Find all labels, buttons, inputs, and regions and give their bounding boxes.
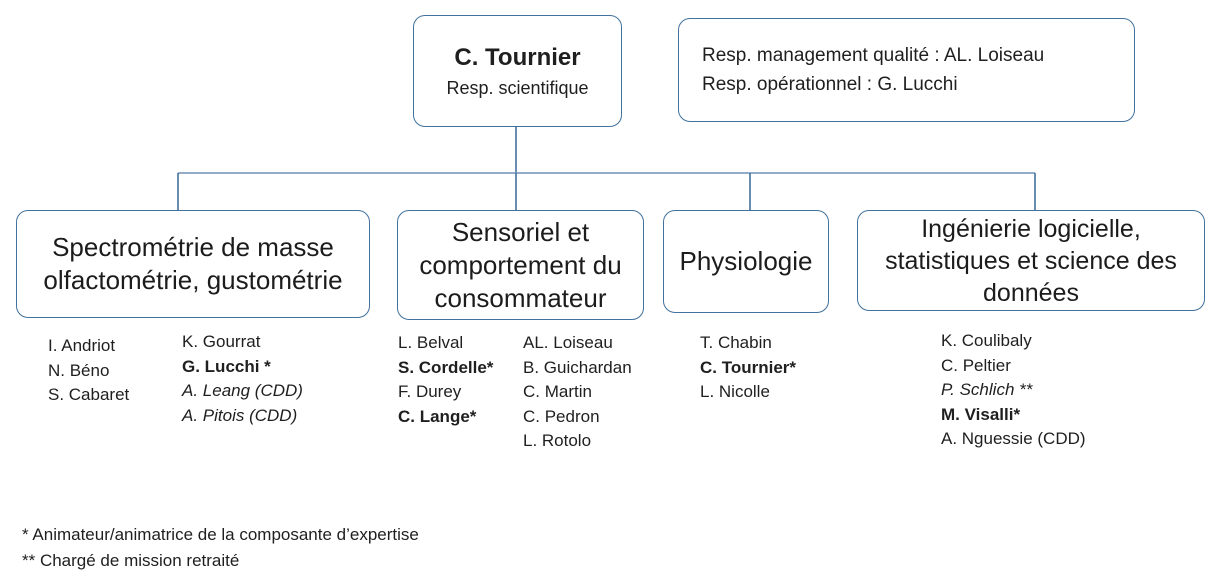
member-name: AL. Loiseau [523,333,613,352]
member-list: T. Chabin C. Tournier* L. Nicolle [700,331,796,405]
member-name: L. Rotolo [523,431,592,450]
member-name: K. Gourrat [182,332,261,351]
dept-title-line: Sensoriel et [451,216,590,247]
member-name: A. Nguessie (CDD) [941,429,1086,448]
dept-title-line: Spectrométrie de masse [52,232,334,262]
dept-title-line: statistiques et science des [885,246,1177,275]
member-list: L. Belval S. Cordelle* F. Durey C. Lange… [398,331,493,429]
dept-title-line: données [983,278,1079,307]
member-name: L. Belval [398,333,464,352]
member-name: I. Andriot [48,336,116,355]
member-name: C. Pedron [523,406,600,426]
member-name: M. Visalli* [941,404,1021,424]
dept-title-line: consommateur [434,282,607,313]
member-list: K. Gourrat G. Lucchi * A. Leang (CDD) A.… [182,330,303,428]
member-name: A. Leang (CDD) [182,381,303,400]
member-name: P. Schlich ** [941,380,1033,399]
footnotes: * Animateur/animatrice de la composante … [22,522,419,574]
dept-box-physiologie: Physiologie [663,210,829,313]
dept-title-line: comportement du [419,249,622,280]
footnote-charge-mission: ** Chargé de mission retraité [22,551,240,570]
dept-box-sensoriel: Sensoriel et comportement du consommateu… [397,210,644,320]
member-name: C. Tournier* [700,357,797,377]
member-name: C. Lange* [398,406,477,426]
dept-title-line: Physiologie [679,246,813,276]
member-list: I. Andriot N. Béno S. Cabaret [48,334,129,408]
root-box: C. Tournier Resp. scientifique [413,15,622,127]
member-list: AL. Loiseau B. Guichardan C. Martin C. P… [523,331,632,454]
member-name: F. Durey [398,382,462,401]
management-box: Resp. management qualité : AL. Loiseau R… [678,18,1135,122]
member-name: K. Coulibaly [941,331,1032,350]
member-name: N. Béno [48,360,110,380]
member-name: G. Lucchi * [182,356,271,376]
management-operational-line: Resp. opérationnel : G. Lucchi [702,74,958,95]
member-name: A. Pitois (CDD) [182,405,298,425]
root-name: C. Tournier [454,44,581,71]
member-name: S. Cabaret [48,385,130,404]
footnote-animateur: * Animateur/animatrice de la composante … [22,525,419,544]
member-list: K. Coulibaly C. Peltier P. Schlich ** M.… [941,329,1086,452]
member-name: T. Chabin [700,333,772,352]
management-quality-line: Resp. management qualité : AL. Loiseau [702,45,1045,66]
member-name: L. Nicolle [700,382,770,401]
dept-title-line: olfactométrie, gustométrie [43,265,343,295]
member-name: C. Martin [523,382,592,401]
member-name: C. Peltier [941,355,1011,375]
root-role: Resp. scientifique [446,78,589,98]
member-name: B. Guichardan [523,357,632,377]
dept-box-ingenierie: Ingénierie logicielle, statistiques et s… [857,210,1205,311]
member-name: S. Cordelle* [398,357,494,377]
dept-title-line: Ingénierie logicielle, [921,214,1141,243]
dept-box-spectrometrie: Spectrométrie de masse olfactométrie, gu… [16,210,370,318]
